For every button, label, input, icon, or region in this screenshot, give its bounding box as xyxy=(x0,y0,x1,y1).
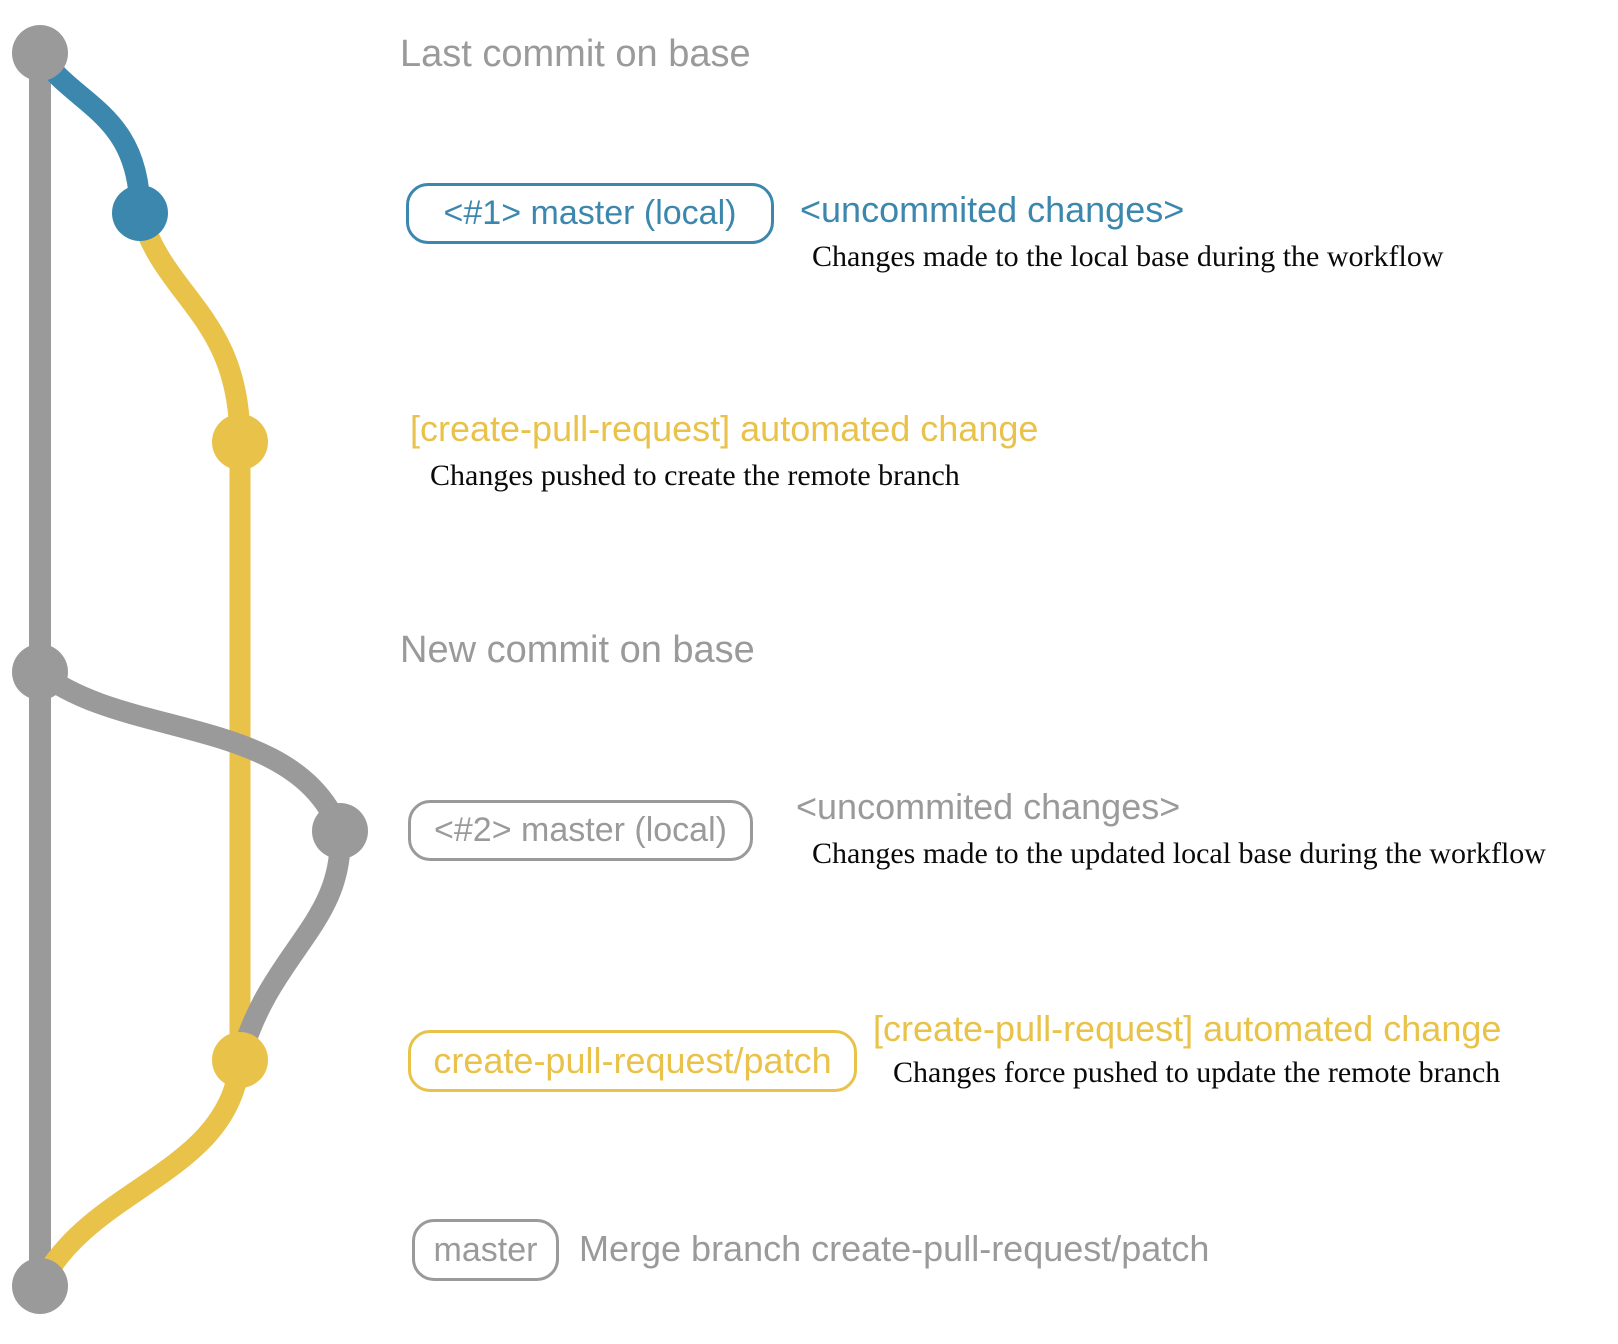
automated-change-1-description: Changes pushed to create the remote bran… xyxy=(430,459,960,492)
branch-pill-master-local-2-label: <#2> master (local) xyxy=(434,811,727,849)
commit-node-automated-1 xyxy=(212,414,268,470)
commit-node-new-base xyxy=(12,644,68,700)
local-master-2-branch-line xyxy=(33,663,350,836)
merge-commit-message: Merge branch create-pull-request/patch xyxy=(579,1228,1210,1269)
local-master-2-to-patch-line xyxy=(229,830,351,1063)
uncommited-changes-1-message: <uncommited changes> xyxy=(800,189,1185,230)
commit-node-automated-2 xyxy=(212,1032,268,1088)
commit-node-last-base xyxy=(12,25,68,81)
commit-node-master-local-1 xyxy=(112,185,168,241)
new-commit-label: New commit on base xyxy=(400,629,755,671)
branch-pill-master-local-2: <#2> master (local) xyxy=(408,800,753,861)
automated-change-2-description: Changes force pushed to update the remot… xyxy=(893,1056,1501,1089)
commit-node-merge xyxy=(12,1258,68,1314)
automated-change-2-message: [create-pull-request] automated change xyxy=(873,1008,1502,1049)
branch-pill-master-label: master xyxy=(433,1230,538,1269)
uncommited-changes-1-description: Changes made to the local base during th… xyxy=(812,240,1444,273)
commit-graph xyxy=(12,25,368,1314)
uncommited-changes-2-message: <uncommited changes> xyxy=(796,786,1181,827)
patch-branch-line xyxy=(129,209,251,443)
branch-pill-master-local-1-label: <#1> master (local) xyxy=(443,194,737,232)
automated-change-1-message: [create-pull-request] automated change xyxy=(410,408,1039,449)
branch-pill-master: master xyxy=(412,1219,559,1281)
branch-pill-master-local-1: <#1> master (local) xyxy=(406,183,774,244)
branch-pill-patch-label: create-pull-request/patch xyxy=(433,1040,832,1081)
uncommited-changes-2-description: Changes made to the updated local base d… xyxy=(812,837,1546,870)
last-commit-label: Last commit on base xyxy=(400,33,751,75)
branch-pill-patch: create-pull-request/patch xyxy=(408,1030,857,1092)
commit-node-master-local-2 xyxy=(312,803,368,859)
patch-merge-line xyxy=(30,1058,251,1291)
local-master-1-branch-line xyxy=(30,47,151,214)
